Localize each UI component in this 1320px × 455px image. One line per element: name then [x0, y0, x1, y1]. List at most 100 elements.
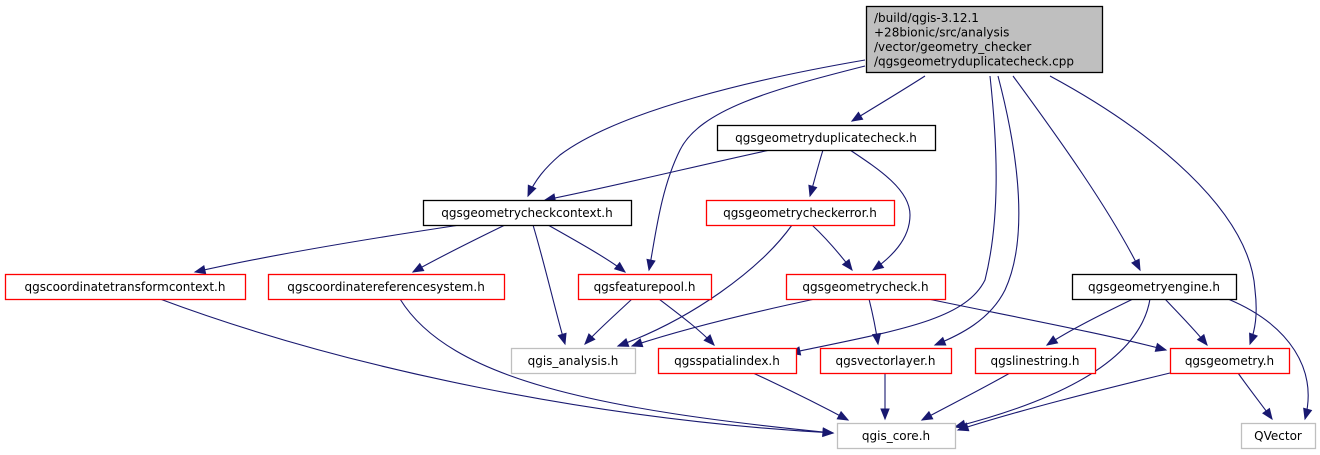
edge-root-to-vectorlayer_h: [933, 75, 1020, 346]
node-root[interactable]: /build/qgis-3.12.1+28bionic/src/analysis…: [865, 5, 1104, 74]
arrowhead-icon: [822, 427, 835, 437]
edge-line: [547, 224, 626, 273]
node-dupcheck-h[interactable]: qgsgeometryduplicatecheck.h: [716, 124, 937, 152]
node-checkerror-h[interactable]: qgsgeometrycheckerror.h: [705, 199, 896, 227]
edge-line: [752, 372, 849, 421]
edge-dupcheck_h-to-geomcheck_h: [849, 149, 911, 271]
arrowhead-icon: [630, 338, 644, 348]
node-box[interactable]: [716, 124, 937, 152]
edge-line: [1049, 75, 1257, 345]
edge-line: [399, 298, 834, 434]
edge-dupcheck_h-to-checkcontext_h: [543, 149, 771, 203]
arrowhead-icon: [584, 333, 596, 345]
edge-line: [927, 298, 1167, 351]
edge-geomcheck_h-to-geometry_h: [927, 298, 1168, 352]
node-label: qgslinestring.h: [990, 354, 1079, 368]
edge-spatialindex_h-to-qgis_core_h: [752, 372, 850, 421]
edge-line: [194, 224, 461, 273]
node-label: /vector/geometry_checker: [874, 40, 1031, 54]
edge-line: [412, 224, 506, 273]
edge-geomengine_h-to-linestring_h: [1045, 298, 1134, 346]
node-linestring-h[interactable]: qgslinestring.h: [974, 347, 1097, 375]
arrowhead-icon: [616, 337, 630, 347]
edges-layer: [159, 59, 1313, 438]
node-qgis-analysis-h[interactable]: qgis_analysis.h: [510, 347, 637, 375]
node-box[interactable]: [865, 5, 1104, 74]
node-label: +28bionic/src/analysis: [874, 26, 1009, 40]
arrowhead-icon: [841, 258, 853, 272]
node-coordtransformctx-h[interactable]: qgscoordinatetransformcontext.h: [4, 273, 247, 301]
edge-crs_h-to-qgis_core_h: [399, 298, 835, 437]
node-box[interactable]: [510, 347, 637, 375]
node-label: qgsvectorlayer.h: [836, 354, 936, 368]
node-qgis-core-h[interactable]: qgis_core.h: [836, 422, 957, 450]
edge-line: [648, 65, 866, 271]
arrowhead-icon: [1131, 258, 1141, 272]
node-label: qgsgeometrycheckerror.h: [723, 206, 877, 220]
edge-root-to-checkcontext_h: [527, 59, 866, 198]
node-box[interactable]: [785, 273, 947, 301]
node-label: qgsspatialindex.h: [674, 354, 780, 368]
arrowhead-icon: [1249, 332, 1258, 346]
edge-featurepool_h-to-qgis_analysis_h: [584, 298, 633, 345]
edge-root-to-geometry_h: [1049, 75, 1258, 346]
node-checkcontext-h[interactable]: qgsgeometrycheckcontext.h: [422, 199, 633, 227]
arrowhead-icon: [871, 332, 882, 346]
edge-root-to-featurepool_h: [646, 65, 866, 272]
edge-checkerror_h-to-geomcheck_h: [811, 224, 853, 272]
node-box[interactable]: [1240, 422, 1317, 450]
edge-line: [631, 298, 816, 347]
node-label: qgsgeometryengine.h: [1088, 280, 1220, 294]
edge-line: [532, 224, 566, 345]
edge-geomcheck_h-to-qgis_analysis_h: [630, 298, 816, 348]
node-label: /build/qgis-3.12.1: [874, 11, 979, 25]
node-geomcheck-h[interactable]: qgsgeometrycheck.h: [785, 273, 947, 301]
node-vectorlayer-h[interactable]: qgsvectorlayer.h: [819, 347, 953, 375]
edge-line: [159, 298, 834, 434]
edge-linestring_h-to-qgis_core_h: [920, 372, 1011, 421]
node-box[interactable]: [705, 199, 896, 227]
arrowhead-icon: [1196, 333, 1208, 347]
arrowhead-icon: [557, 332, 567, 346]
arrowhead-icon: [808, 184, 818, 198]
arrowhead-icon: [1045, 335, 1059, 346]
arrowhead-icon: [411, 262, 425, 273]
arrowhead-icon: [1262, 407, 1273, 421]
node-label: qgis_analysis.h: [528, 354, 619, 368]
arrowhead-icon: [1303, 407, 1313, 421]
edge-line: [527, 59, 866, 197]
edge-checkcontext_h-to-featurepool_h: [547, 224, 627, 273]
edge-checkcontext_h-to-coordtransformctx_h: [193, 224, 461, 275]
arrowhead-icon: [703, 334, 715, 346]
node-label: qgis_core.h: [862, 429, 930, 443]
edge-geomengine_h-to-geometry_h: [1164, 298, 1208, 347]
node-box[interactable]: [657, 347, 798, 375]
node-geometry-h[interactable]: qgsgeometry.h: [1169, 347, 1291, 375]
node-spatialindex-h[interactable]: qgsspatialindex.h: [657, 347, 798, 375]
edge-root-to-dupcheck_h: [850, 75, 926, 122]
arrowhead-icon: [933, 336, 947, 346]
node-box[interactable]: [819, 347, 953, 375]
edge-geomcheck_h-to-vectorlayer_h: [868, 298, 882, 346]
edge-line: [851, 75, 926, 122]
node-crs-h[interactable]: qgscoordinatereferencesystem.h: [267, 273, 506, 301]
node-featurepool-h[interactable]: qgsfeaturepool.h: [577, 273, 713, 301]
node-label: QVector: [1254, 429, 1302, 443]
node-box[interactable]: [267, 273, 506, 301]
node-label: qgscoordinatereferencesystem.h: [287, 280, 485, 294]
edge-line: [1227, 298, 1309, 420]
node-box[interactable]: [1169, 347, 1291, 375]
node-box[interactable]: [1071, 273, 1238, 301]
node-box[interactable]: [4, 273, 247, 301]
edge-line: [849, 149, 911, 271]
node-box[interactable]: [422, 199, 633, 227]
node-box[interactable]: [836, 422, 957, 450]
edge-line: [544, 149, 771, 201]
node-qvector[interactable]: QVector: [1240, 422, 1317, 450]
node-label: qgsgeometrycheckcontext.h: [441, 206, 612, 220]
node-box[interactable]: [577, 273, 713, 301]
node-box[interactable]: [974, 347, 1097, 375]
edge-checkerror_h-to-qgis_analysis_h: [616, 224, 793, 347]
node-geomengine-h[interactable]: qgsgeometryengine.h: [1071, 273, 1238, 301]
